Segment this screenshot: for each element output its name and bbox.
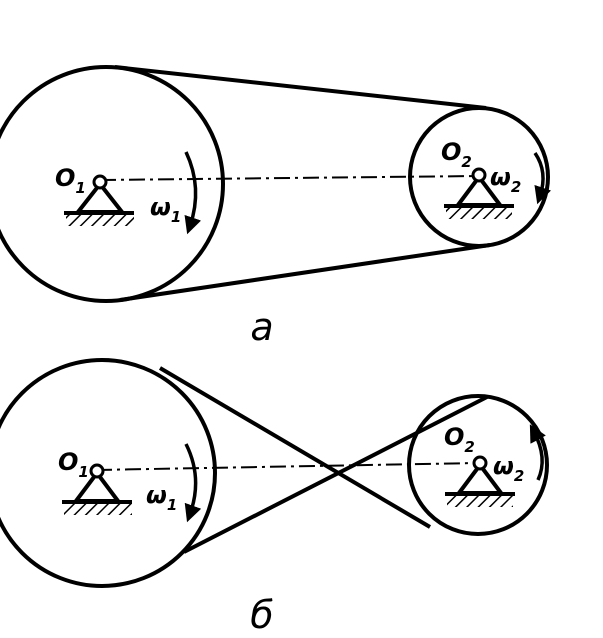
belt-bottom-a — [119, 243, 491, 302]
label-o2-a: O2 — [441, 138, 472, 171]
rotation-arrow-1a — [184, 151, 202, 235]
crossed-belt-drive: O1 ω1 O2 ω2 б — [0, 358, 549, 637]
caption-b: б — [250, 593, 273, 637]
pivot-support-2a — [444, 167, 514, 219]
rotation-arrow-2b — [529, 424, 546, 481]
label-omega1-a: ω1 — [150, 193, 181, 226]
axle-o2-b — [472, 455, 488, 471]
label-omega2-a: ω2 — [490, 163, 521, 196]
pivot-support-1b — [62, 463, 132, 515]
caption-a: а — [250, 305, 273, 349]
axle-o2-a — [471, 167, 487, 183]
open-belt-drive: O1 ω1 O2 ω2 а — [0, 65, 552, 349]
rotation-arrow-2a — [533, 152, 552, 205]
pivot-support-2b — [445, 455, 515, 507]
pivot-support-1a — [64, 174, 134, 226]
driver-pulley-a — [0, 65, 225, 303]
driver-pulley-b — [0, 358, 217, 588]
belt-cross-2-b — [183, 395, 488, 554]
center-line-b — [95, 462, 479, 471]
belt-cross-1-b — [158, 366, 432, 529]
axle-o1-a — [92, 174, 108, 190]
label-o1-b: O1 — [58, 448, 89, 481]
label-omega2-b: ω2 — [493, 452, 524, 485]
label-omega1-b: ω1 — [146, 481, 177, 514]
rotation-arrow-1b — [184, 443, 202, 523]
label-o1-a: O1 — [55, 164, 86, 197]
center-line-a — [99, 175, 479, 181]
label-o2-b: O2 — [444, 423, 475, 456]
belt-top-a — [114, 65, 487, 110]
axle-o1-b — [89, 463, 105, 479]
